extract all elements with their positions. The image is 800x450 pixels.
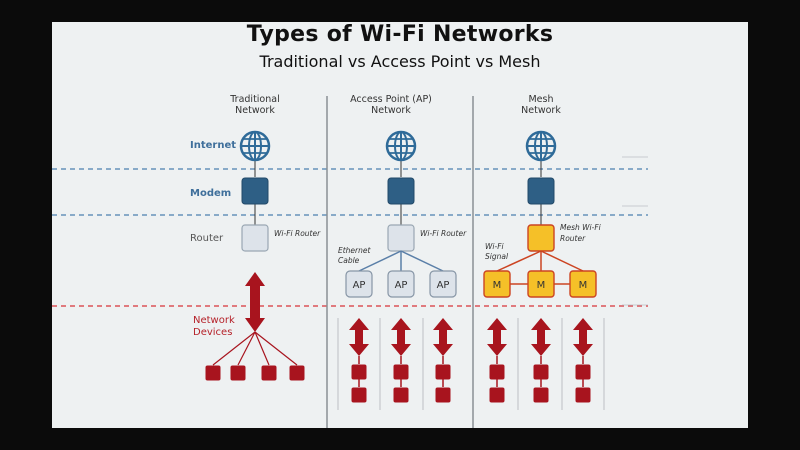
page-title: Types of Wi-Fi Networks <box>246 22 554 47</box>
column-heading: Network <box>371 105 411 116</box>
device-icon <box>533 387 549 403</box>
modem-icon <box>241 177 269 205</box>
device-link <box>254 331 270 366</box>
annotation-ethernet-cable: Ethernet <box>338 246 371 255</box>
bidirectional-arrow-icon <box>531 318 551 356</box>
access-point-label: AP <box>437 280 450 291</box>
device-icon <box>351 387 367 403</box>
mesh-node-icon <box>569 270 597 298</box>
row-label-network-devices: Network <box>193 315 235 326</box>
mesh-link <box>540 250 584 272</box>
bidirectional-arrow-icon <box>487 318 507 356</box>
slide: Types of Wi-Fi Networks Traditional vs A… <box>52 22 748 428</box>
network-diagram: InternetModemRouterNetworkDevicesTraditi… <box>52 94 648 428</box>
device-icon <box>575 364 591 380</box>
row-label-router: Router <box>190 233 224 244</box>
bidirectional-arrow-icon <box>573 318 593 356</box>
mesh-node-label: M <box>493 280 502 291</box>
device-icon <box>261 365 277 381</box>
device-icon <box>435 387 451 403</box>
page-subtitle: Traditional vs Access Point vs Mesh <box>259 52 541 71</box>
device-link <box>237 331 256 366</box>
device-icon <box>205 365 221 381</box>
column-heading: Network <box>235 105 275 116</box>
device-icon <box>230 365 246 381</box>
row-label-modem: Modem <box>190 188 231 199</box>
bidirectional-arrow-icon <box>433 318 453 356</box>
access-point-label: AP <box>395 280 408 291</box>
column-heading: Mesh <box>528 94 553 105</box>
globe-icon <box>239 130 271 162</box>
globe-icon <box>385 130 417 162</box>
globe-icon <box>525 130 557 162</box>
access-point-icon <box>345 270 373 298</box>
column-heading: Network <box>521 105 561 116</box>
device-icon <box>489 387 505 403</box>
annotation-wifi-signal: Wi-Fi <box>485 242 505 251</box>
row-label-internet: Internet <box>190 140 236 151</box>
ethernet-link <box>358 250 402 272</box>
device-link <box>212 331 256 366</box>
annotation-ethernet-cable: Cable <box>338 256 360 265</box>
mesh-node-icon <box>527 270 555 298</box>
access-point-icon <box>429 270 457 298</box>
annotation-mesh-wifi-router: Router <box>560 234 586 243</box>
annotation-wifi-router: Wi-Fi Router <box>274 229 321 238</box>
access-point-label: AP <box>353 280 366 291</box>
annotation-wifi-router: Wi-Fi Router <box>420 229 467 238</box>
bidirectional-arrow-icon <box>391 318 411 356</box>
column-heading: Traditional <box>229 94 279 105</box>
ethernet-link <box>400 250 444 272</box>
device-icon <box>533 364 549 380</box>
router-icon <box>241 224 269 252</box>
access-point-icon <box>387 270 415 298</box>
bidirectional-arrow-icon <box>245 272 265 332</box>
modem-icon <box>527 177 555 205</box>
device-icon <box>393 364 409 380</box>
mesh-link <box>496 250 542 272</box>
annotation-mesh-wifi-router: Mesh Wi-Fi <box>560 223 602 232</box>
device-icon <box>393 387 409 403</box>
device-link <box>254 331 298 366</box>
column-heading: Access Point (AP) <box>350 94 432 105</box>
device-icon <box>351 364 367 380</box>
row-label-network-devices: Devices <box>193 327 232 338</box>
device-icon <box>289 365 305 381</box>
bidirectional-arrow-icon <box>349 318 369 356</box>
mesh-router-icon <box>527 224 555 252</box>
device-icon <box>435 364 451 380</box>
router-icon <box>387 224 415 252</box>
device-icon <box>575 387 591 403</box>
mesh-node-icon <box>483 270 511 298</box>
mesh-node-label: M <box>579 280 588 291</box>
modem-icon <box>387 177 415 205</box>
device-icon <box>489 364 505 380</box>
mesh-node-label: M <box>537 280 546 291</box>
annotation-wifi-signal: Signal <box>485 252 509 261</box>
